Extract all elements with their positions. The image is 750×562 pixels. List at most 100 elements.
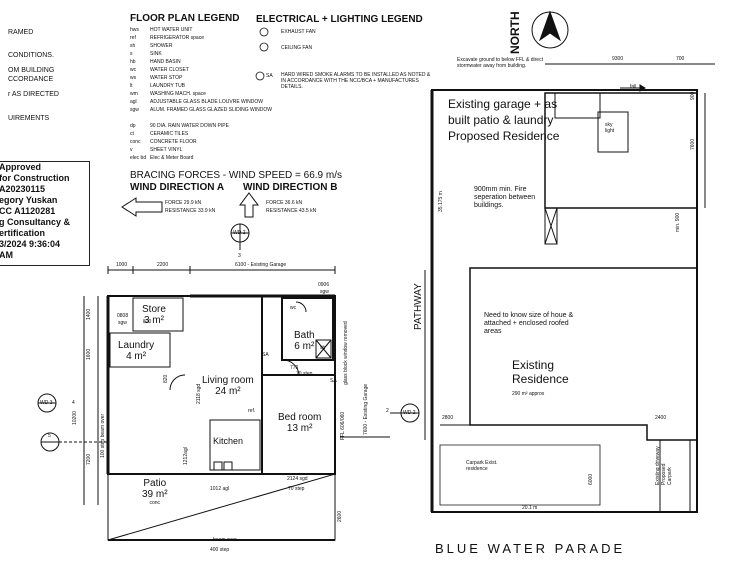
bath-label: Bath [294,330,315,341]
stamp-line: egory Yuskan [0,195,58,205]
exhaust-fan-label: EXHAUST FAN [281,29,316,35]
legend-abbr: ct [130,131,134,137]
dim-6000: 6000 [588,473,594,485]
north-arrow-icon [539,10,561,42]
exhaust-fan-icon [259,27,269,37]
bath-area: 6 m² [294,341,315,352]
electrical-legend-title: ELECTRICAL + LIGHTING LEGEND [256,14,423,25]
dim-sgw2: sgw [118,320,127,326]
patio-label: Patio [143,478,167,489]
legend-desc: ALUM. FRAMED GLASS GLAZED SLIDING WINDOW [150,107,272,113]
dim-sgw: sgw [320,289,329,295]
wd2-right-label: WD 2 [403,410,416,416]
dim-100-step: 100 step beam over [100,413,106,458]
legend-abbr: v [130,147,133,153]
bed-label: Bed room [278,412,322,423]
legend-abbr: agl [130,99,137,105]
laundry-area: 4 m² [126,351,147,362]
note-line: RAMED [8,29,34,36]
dim-2800: 2800 [442,415,454,421]
note-line: CCORDANCE [8,76,54,83]
wc-label: wc [290,305,297,311]
legend-abbr: ws [130,75,137,81]
legend-desc: LAUNDRY TUB [150,83,186,89]
living-area: 24 m² [215,386,241,397]
dim-820a: 820 [143,319,152,325]
force-b: FORCE 36.6 kN [266,200,303,206]
legend-desc: SHOWER [150,43,173,49]
legend-abbr: sh [130,43,136,49]
dim-770: 770 [290,365,299,371]
ref-label: ref. [248,408,256,414]
note-line: UIREMENTS [8,115,50,122]
legend-desc: SINK [150,51,162,57]
legend-desc: WASHING MACH. space [150,91,206,97]
force-a: FORCE 29.9 kN [165,200,202,206]
store-area: 3 m² [143,315,164,326]
legend-desc: REFRIGERATOR space [150,35,204,41]
ceiling-fan-label: CEILING FAN [281,45,313,51]
room-laundry: Laundry 4 m² [118,340,154,362]
existing-residence: Existing Residence [512,358,569,386]
dim-820b: 820 [163,374,169,383]
resistance-a: RESISTANCE 33.9 kN [165,208,216,214]
sa-label: SA [266,73,273,79]
excavate-note: Excavate ground to below FFL & direct st… [457,57,543,69]
legend-desc: 90 DIA. RAIN WATER DOWN PIPE [150,123,229,129]
dim-1012: 1012 agl [210,486,230,492]
section-4: 4 [72,400,75,406]
stamp-line: CC A1120281 [0,206,56,216]
legend-abbr: hws [130,27,139,33]
legend-abbr: sgw [130,107,139,113]
wind-b-arrow [239,192,259,218]
dim-7600: 7600 [690,138,696,150]
sa-marker-1: SA [262,352,269,358]
dim-9300: 9300 [612,56,624,62]
smoke-alarm-icon [255,71,265,81]
section-3: 3 [238,253,241,259]
ffl-label: FFL 606/060 [340,411,346,440]
dim-900: 900 [690,91,696,100]
wind-direction-b: WIND DIRECTION B [243,182,338,193]
dim-7200: 7200 [86,453,92,465]
legend-abbr: elec bd [130,155,147,161]
laundry-label: Laundry [118,340,155,351]
dim-6100: 6100 - Existing Garage [235,262,287,268]
dim-700: 700 [676,56,685,62]
legend-abbr: wm [130,91,138,97]
glass-block-note: glass block window removed [343,321,349,385]
room-bath: Bath 6 m² [294,330,315,352]
dim-70step-bath: 70 step [296,371,313,377]
legend-desc: WATER CLOSET [150,67,189,73]
wind-direction-a: WIND DIRECTION A [130,182,225,193]
stamp-line: Approved [0,162,42,172]
approval-stamp: Approved for Construction A20230115 egor… [0,161,90,266]
section-2: 2 [386,408,389,414]
legend-desc: SHEET VINYL [150,147,183,153]
dim-1600: 1600 [86,348,92,360]
legend-abbr: lt [130,83,133,89]
dim-1400: 1400 [86,308,92,320]
dim-2600: 2600 [337,510,343,522]
legend-abbr: conc [130,139,141,145]
floor-legend-title: FLOOR PLAN LEGEND [130,13,240,24]
dim-35175: 35.175 m [438,191,444,212]
stamp-line: g Consultancy & [0,217,71,227]
stamp-line: A20230115 [0,184,46,194]
north-label: NORTH [508,11,522,54]
kitchen-label: Kitchen [213,436,244,446]
residence-area: 290 m² approx [512,391,545,397]
min-900: min. 900 [675,212,681,232]
living-label: Living room [202,375,254,386]
dim-2200: 2200 [157,262,169,268]
legend-desc: HOT WATER UNIT [150,27,193,33]
dim-0906: 0906 [318,282,330,288]
room-patio: Patio 39 m² conc [142,478,168,506]
patio-area: 39 m² [142,489,168,500]
dim-1212: 1212agl [183,447,189,465]
street-name: BLUE WATER PARADE [435,541,626,556]
dim-1000: 1000 [116,262,128,268]
patio-conc: conc [149,500,161,506]
dim-70-step: 70 step [288,486,305,492]
